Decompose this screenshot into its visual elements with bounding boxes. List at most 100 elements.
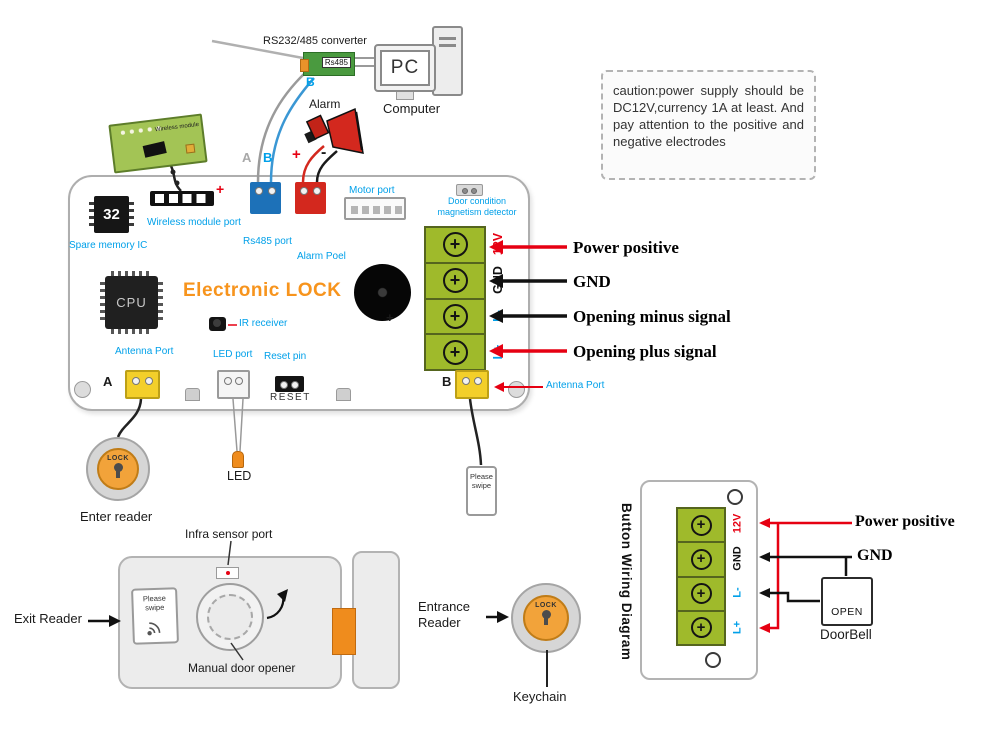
alarm-label: Alarm [309, 97, 341, 111]
doorbell-label: DoorBell [820, 627, 872, 642]
manual-opener-label: Manual door opener [188, 661, 296, 675]
entrance-label-line1: Entrance [418, 599, 471, 614]
motor-port [344, 197, 406, 220]
screw-terminal: + [690, 617, 712, 639]
screw-terminal: + [442, 268, 468, 294]
terminal-cell-12v: + [678, 509, 724, 544]
alarm-minus: - [321, 144, 327, 161]
keychain-label: Keychain [513, 689, 567, 704]
wire-a-label: A [242, 150, 252, 165]
bwd-gnd-label: GND [857, 547, 893, 564]
tower-slots [439, 37, 456, 40]
bwd-mounting-hole [705, 652, 721, 668]
converter-chip-label: Rs485 [321, 57, 351, 68]
bwd-power-positive-label: Power positive [855, 513, 955, 530]
signal-power-positive: Power positive [573, 238, 679, 257]
signal-opening-minus: Opening minus signal [573, 307, 731, 326]
terminal-cell-lminus: + [678, 578, 724, 612]
contactless-icon [147, 622, 161, 636]
keyhole-icon [113, 463, 123, 478]
wireless-port-label: Wireless module port [147, 217, 241, 228]
terminal-cell-gnd: + [678, 543, 724, 578]
exit-reader-label: Exit Reader [14, 611, 82, 626]
mounting-hole [74, 381, 91, 398]
screw-terminal: + [442, 339, 468, 365]
monitor-stand [396, 92, 414, 100]
screw-terminal: + [442, 303, 468, 329]
ir-receiver [209, 317, 226, 331]
terminal-cell-lminus: + [426, 300, 484, 336]
entrance-reader: LOCK [511, 583, 581, 653]
screw-terminal: + [690, 548, 712, 570]
buzzer-plus: + [386, 310, 394, 325]
pc-tower [432, 26, 463, 96]
terminal-label-lminus: L- [491, 310, 505, 322]
bwd-mounting-hole [727, 489, 743, 505]
reset-connector [275, 376, 304, 392]
pcb-chip [142, 141, 167, 158]
exit-reader-arrow [88, 615, 121, 627]
port-a-label: A [103, 374, 113, 389]
alarm-plus: + [292, 146, 301, 163]
terminal-cell-lplus: + [426, 335, 484, 369]
antenna-a-connector [125, 370, 160, 399]
swipe-card-right: Please swipe [466, 466, 497, 516]
reader-face: LOCK [523, 595, 569, 641]
button-diagram-title: Button Wiring Diagram [619, 503, 634, 661]
rs485-port-label: Rs485 port [243, 236, 292, 247]
cpu-pins [100, 282, 105, 323]
alarm-port-label: Alarm Poel [297, 251, 346, 262]
wireless-port-plus: + [216, 181, 225, 197]
alarm-port-connector [295, 182, 326, 214]
board-title: Electronic LOCK [183, 280, 342, 301]
strike-plate [352, 551, 400, 689]
buzzer [354, 264, 411, 321]
keyhole-icon [541, 610, 551, 625]
ir-receiver-label: IR receiver [239, 318, 288, 329]
door-detector-connector [456, 184, 483, 196]
bwd-label-lminus: L- [731, 587, 744, 598]
motor-port-pins [351, 206, 402, 214]
infra-sensor-label: Infra sensor port [185, 527, 273, 541]
bwd-label-lplus: L+ [731, 620, 744, 635]
terminal-cell-12v: + [426, 228, 484, 264]
door-detector-line1: Door condition [447, 196, 507, 206]
screw-terminal: + [442, 232, 468, 258]
door-detector-label: Door condition magnetism detector [436, 196, 518, 218]
cpu-chip: CPU [100, 271, 163, 334]
entrance-reader-arrow [486, 611, 509, 623]
computer-label: Computer [383, 101, 441, 116]
button-terminal-block: + + + + [676, 507, 726, 646]
wireless-module-port [150, 191, 214, 206]
signal-gnd: GND [573, 272, 611, 291]
enter-reader: LOCK [86, 437, 150, 501]
cpu-pins [111, 329, 152, 334]
alarm-speaker-icon [304, 107, 364, 154]
terminal-label-lplus: L+ [491, 344, 505, 360]
wire-b-top-label: B [306, 75, 315, 89]
antenna-b-connector [455, 370, 489, 399]
screw-terminal: + [690, 583, 712, 605]
lock-latch [332, 608, 356, 655]
cpu-pins [111, 271, 152, 276]
rs485-converter: Rs485 [300, 52, 355, 76]
cpu-label: CPU [116, 295, 147, 310]
pcb-component [185, 143, 196, 154]
converter-label: RS232/485 converter [263, 35, 367, 47]
pc-screen-text: PC [380, 50, 430, 86]
bwd-label-12v: 12V [731, 513, 744, 534]
reset-pin-label: Reset pin [264, 351, 307, 362]
antenna-port-right-label: Antenna Port [546, 380, 605, 391]
wireless-port-pins [155, 194, 209, 203]
exit-card-text: Please swipe [142, 593, 167, 613]
lock-text: LOCK [107, 455, 129, 462]
knob-grip [207, 594, 253, 640]
cpu-pins [158, 282, 163, 323]
port-b-label: B [442, 374, 452, 389]
exit-reader-card: Please swipe [131, 587, 179, 645]
terminal-block: + + + + [424, 226, 486, 371]
caution-note: caution:power supply should be DC12V,cur… [601, 70, 816, 180]
board-tab [336, 388, 351, 401]
door-detector-line2: magnetism detector [437, 206, 517, 217]
wireless-module: Wireless module [108, 113, 208, 174]
